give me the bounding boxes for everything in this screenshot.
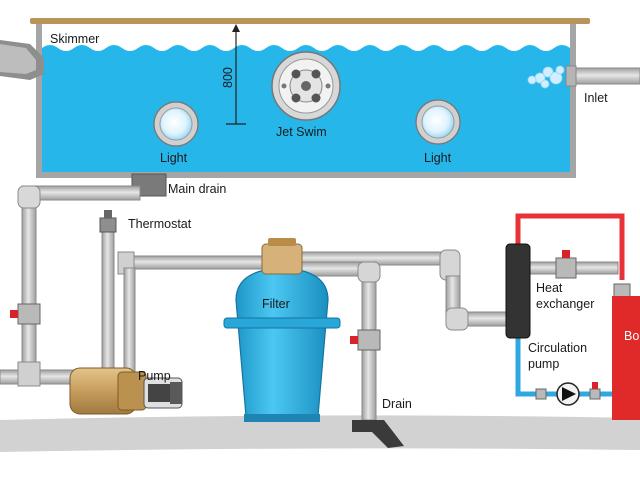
heat-exchanger-label-1: Heat xyxy=(536,281,563,295)
multiport-valve xyxy=(261,243,303,275)
pump-label: Pump xyxy=(138,369,171,383)
light-left xyxy=(153,101,199,147)
boiler-label: Bo xyxy=(624,329,639,343)
circulation-pump-label-2: pump xyxy=(528,357,559,371)
filter xyxy=(223,238,341,422)
skimmer xyxy=(0,40,44,80)
drain-outlet xyxy=(352,420,404,448)
heating-loop xyxy=(505,213,640,406)
inlet xyxy=(527,65,640,89)
filter-label: Filter xyxy=(262,297,290,311)
boiler xyxy=(612,296,640,420)
jet-swim-unit xyxy=(271,51,341,121)
valve-heat-loop xyxy=(555,250,577,279)
pipework xyxy=(0,185,619,421)
pool-rim xyxy=(30,18,590,24)
ground xyxy=(0,415,640,452)
main-drain-label: Main drain xyxy=(168,182,226,196)
valve-drain xyxy=(350,329,381,351)
valve-left xyxy=(10,303,41,325)
heat-exchanger-label-2: exchanger xyxy=(536,297,594,311)
drain-label: Drain xyxy=(382,397,412,411)
inlet-label: Inlet xyxy=(584,91,608,105)
depth-label: 800 xyxy=(221,67,235,88)
water-jet-bubbles xyxy=(527,65,565,89)
thermostat-label: Thermostat xyxy=(128,217,192,231)
skimmer-label: Skimmer xyxy=(50,32,99,46)
main-drain xyxy=(21,173,167,201)
circulation-pump-label-1: Circulation xyxy=(528,341,587,355)
circulation-pump xyxy=(535,382,601,406)
light-right-label: Light xyxy=(424,151,452,165)
jet-swim-label: Jet Swim xyxy=(276,125,327,139)
light-right xyxy=(415,99,461,145)
thermostat xyxy=(99,210,117,233)
depth-marker xyxy=(226,24,246,125)
heat-exchanger xyxy=(505,243,531,339)
pump xyxy=(69,367,183,415)
light-left-label: Light xyxy=(160,151,188,165)
